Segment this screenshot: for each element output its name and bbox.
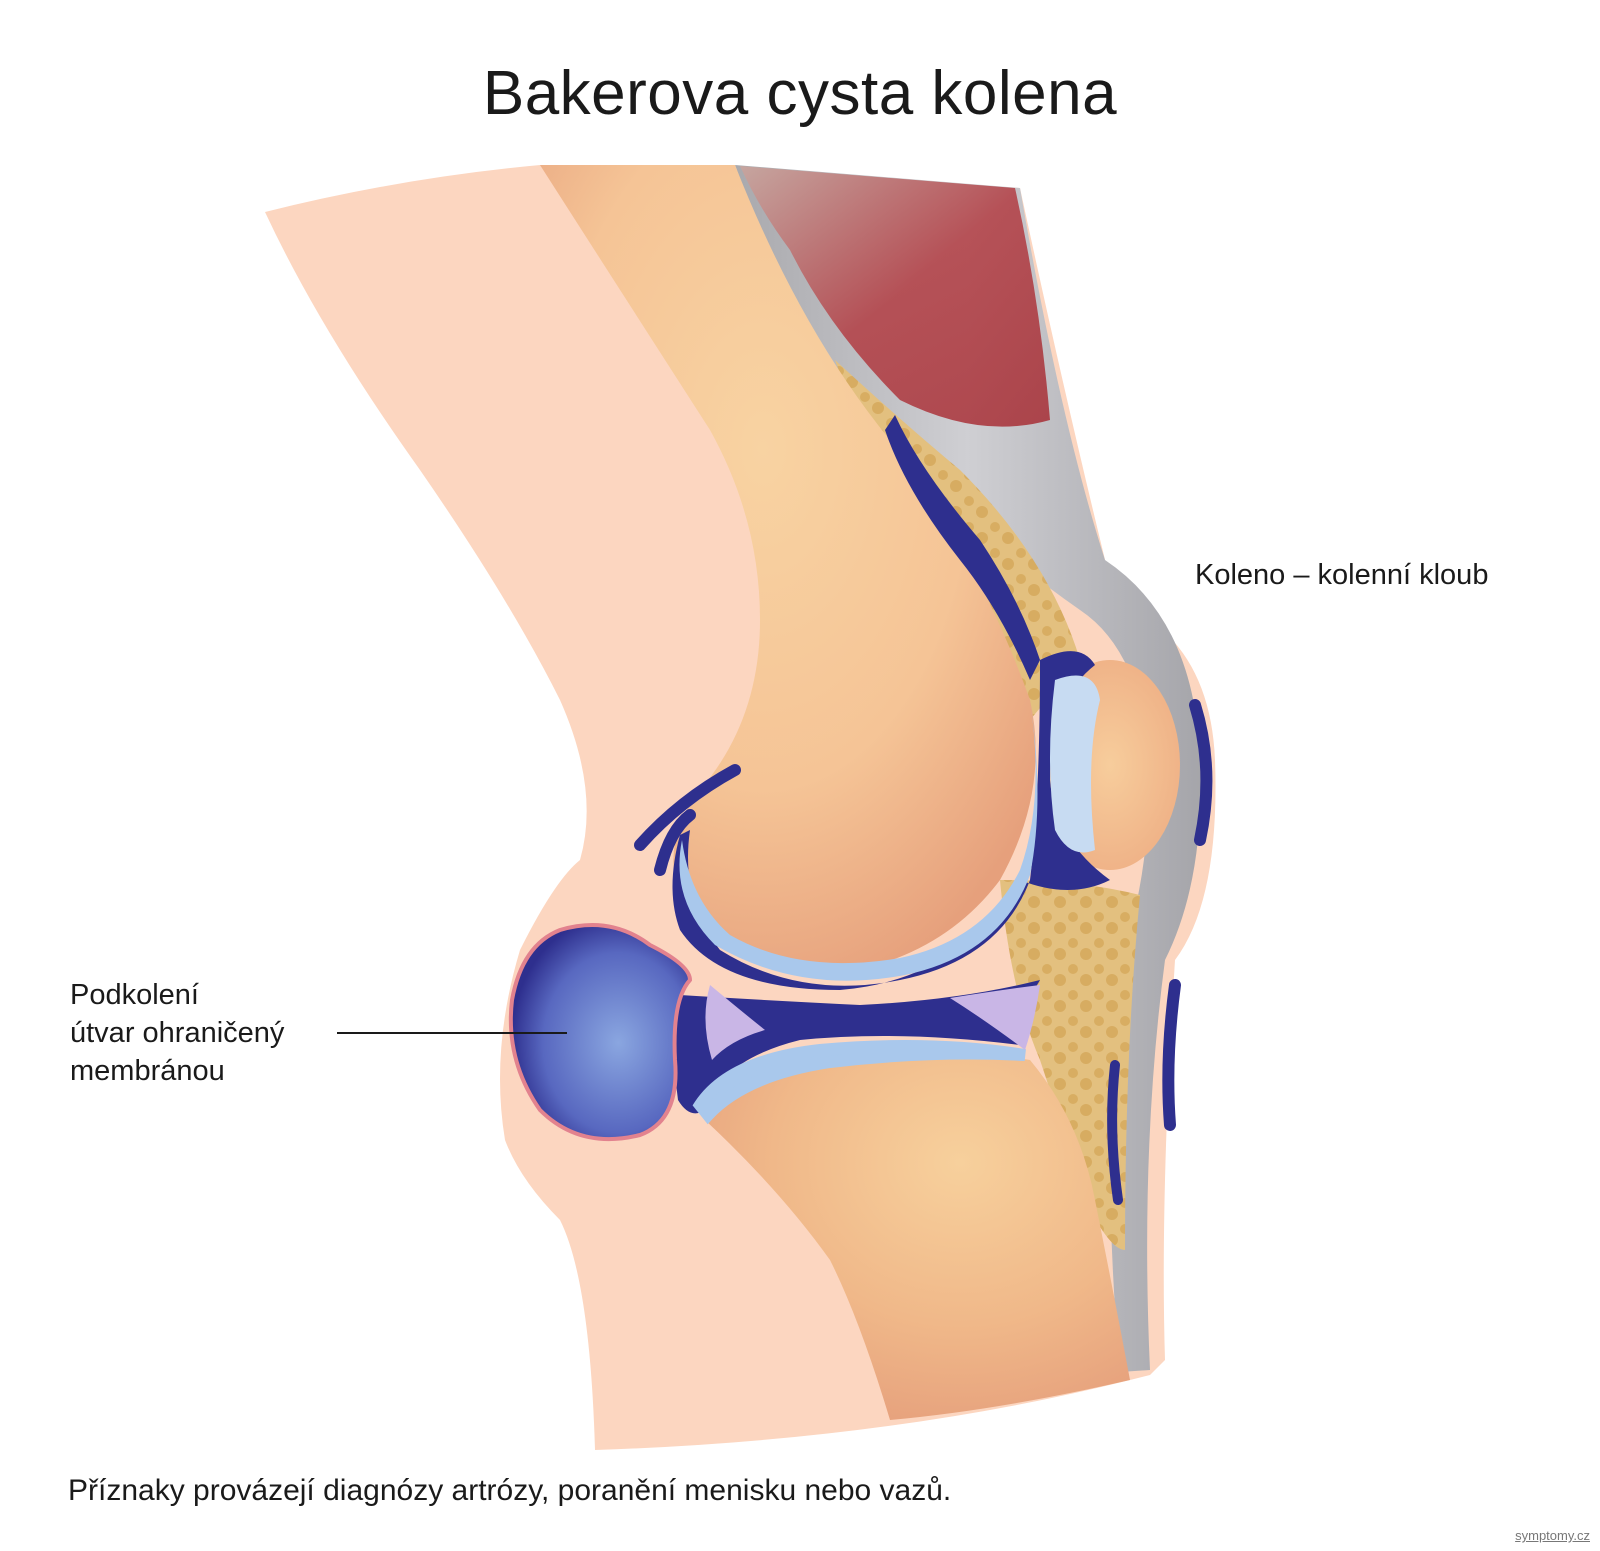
- patellar-cartilage: [1050, 675, 1100, 853]
- femur-bone: [540, 165, 1036, 975]
- label-knee-joint: Koleno – kolenní kloub: [1195, 559, 1489, 591]
- label-cyst-line-2: útvar ohraničený: [70, 1017, 285, 1049]
- posterior-bursa-lower: [654, 809, 696, 876]
- infrapatellar-fat-pad: [1000, 880, 1140, 1250]
- label-cyst-line-1: Podkolení: [70, 979, 199, 1011]
- watermark-link[interactable]: symptomy.cz: [1515, 1528, 1590, 1543]
- caption: Příznaky provázejí diagnózy artrózy, por…: [68, 1474, 952, 1507]
- tibia-bone: [705, 1052, 1130, 1420]
- label-cyst-line-3: membránou: [70, 1055, 225, 1087]
- prepatellar-bursa: [1189, 699, 1213, 846]
- synovial-membrane: [885, 415, 1040, 680]
- bakers-cyst: [508, 923, 693, 1142]
- tibial-cartilage: [692, 1040, 1026, 1125]
- quadriceps-muscle: [740, 166, 1050, 427]
- posterior-meniscus: [705, 985, 765, 1060]
- anterior-meniscus: [950, 985, 1040, 1050]
- page-title: Bakerova cysta kolena: [482, 59, 1118, 128]
- deep-infrapatellar-bursa: [1107, 1060, 1123, 1205]
- infrapatellar-bursa: [1162, 979, 1181, 1131]
- tibial-synovial: [674, 980, 1040, 1114]
- posterior-bursa-upper: [634, 764, 741, 851]
- label-popliteal-cyst: Podkolení útvar ohraničený membránou: [70, 976, 284, 1090]
